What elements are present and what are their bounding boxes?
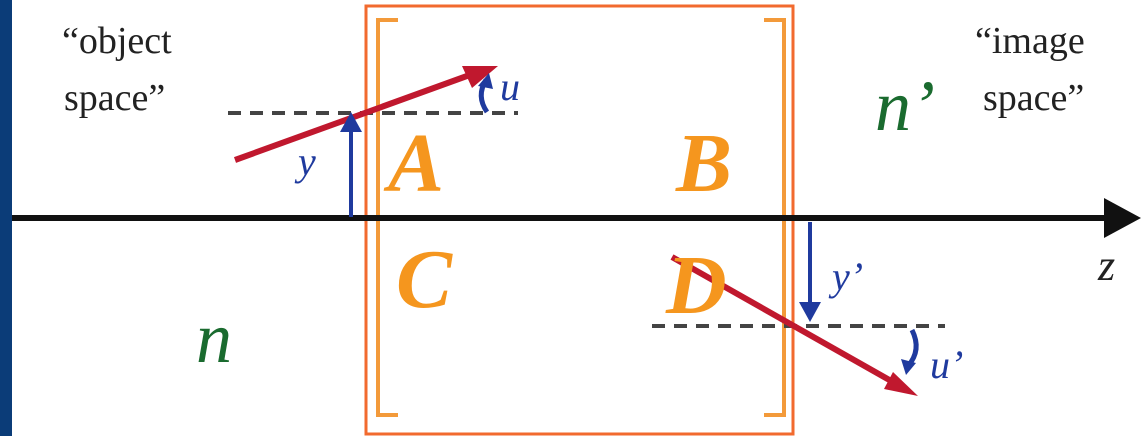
matrix-element-c: C [396, 233, 453, 326]
image-index-label: n’ [875, 66, 935, 146]
output-height-arrowhead [799, 302, 821, 322]
input-angle-arrowhead [478, 73, 493, 89]
axis-arrowhead [1104, 198, 1141, 238]
matrix-element-b: B [675, 117, 732, 210]
object-space-label-line2: space” [64, 77, 165, 119]
input-angle-label: u [500, 64, 520, 109]
output-height-label: y’ [828, 254, 863, 299]
matrix-element-a: A [383, 117, 444, 210]
output-angle-label: u’ [930, 342, 963, 387]
matrix-element-d: D [665, 239, 727, 332]
input-ray [233, 69, 480, 163]
output-angle-arrowhead [901, 359, 916, 375]
image-space-label-line2: space” [983, 77, 1084, 119]
output-ray [670, 254, 902, 389]
output-ray-arrowhead [884, 372, 918, 396]
input-ray-arrowhead [462, 66, 498, 88]
axis-z-label: z [1097, 241, 1115, 290]
input-height-arrowhead [340, 112, 362, 132]
input-height-label: y [294, 139, 316, 184]
object-index-label: n [196, 298, 232, 378]
image-space-label-line1: “image [975, 20, 1085, 62]
object-space-label-line1: “object [62, 20, 172, 62]
